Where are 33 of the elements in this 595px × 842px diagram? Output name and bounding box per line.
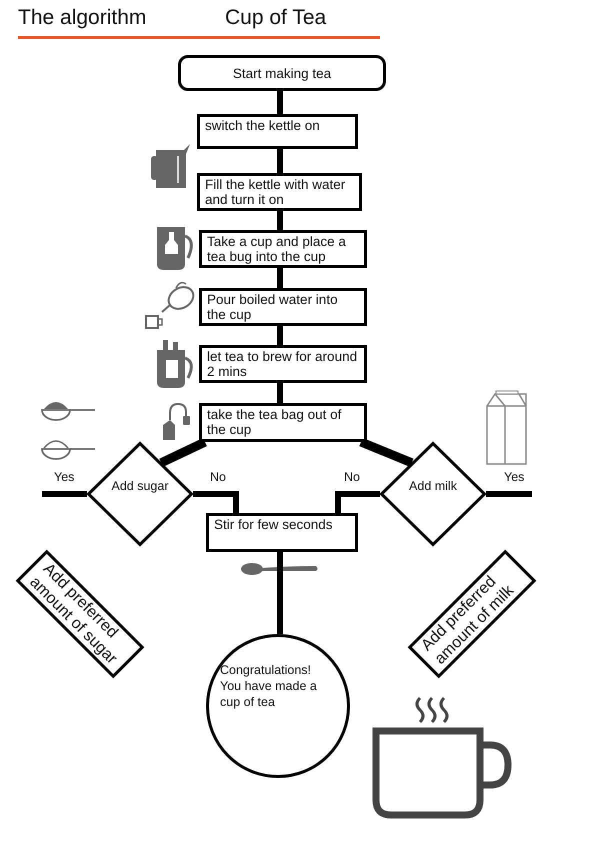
decision-diamond <box>87 442 193 546</box>
process-box: let tea to brew for around 2 mins <box>199 345 367 383</box>
start-box: Start making tea <box>178 55 386 91</box>
edge-label: No <box>342 470 362 484</box>
subtitle: Cup of Tea <box>225 6 326 30</box>
edge-label: No <box>208 470 228 484</box>
connector-line <box>277 552 283 634</box>
node-text: Congratulations! You have made a cup of tea <box>220 663 317 709</box>
process-box: Fill the kettle with water and turn it on <box>197 173 362 211</box>
process-box: take the tea bag out of the cup <box>199 403 367 442</box>
connector-line <box>277 211 283 230</box>
process-box: Take a cup and place a tea bug into the cup <box>199 230 367 268</box>
connector-line <box>486 491 532 497</box>
connector-line <box>277 268 283 288</box>
node-text: Add milk <box>409 479 457 493</box>
connector-line <box>277 149 283 173</box>
decision-diamond <box>380 442 486 546</box>
edge-label: Yes <box>502 470 526 484</box>
process-box: Pour boiled water into the cup <box>199 288 367 326</box>
connector-line <box>277 91 283 114</box>
edge-label: Yes <box>52 470 76 484</box>
connector-line <box>277 383 283 403</box>
node-text: Add sugar <box>112 479 168 493</box>
connector-line <box>359 438 414 467</box>
title: The algorithm <box>18 6 146 30</box>
process-box: switch the kettle on <box>197 114 358 149</box>
process-box: Stir for few seconds <box>206 513 358 552</box>
connector-line <box>193 491 239 513</box>
connector-line <box>159 438 207 467</box>
end-circle <box>206 634 350 778</box>
connector-line <box>42 491 87 497</box>
connector-line <box>335 491 380 513</box>
connector-line <box>277 326 283 345</box>
